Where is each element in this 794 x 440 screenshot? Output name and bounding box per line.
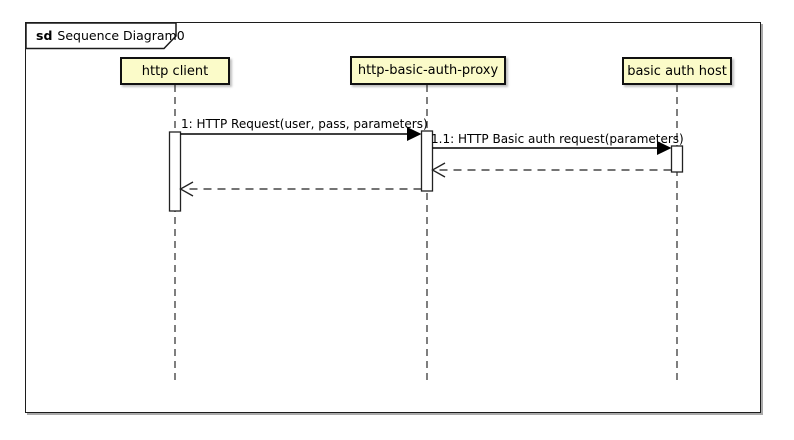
frame-label-pentagon	[25, 22, 177, 50]
frame-keyword: sd	[36, 28, 53, 43]
message-1-label: 1: HTTP Request(user, pass, parameters)	[181, 117, 428, 131]
lifeline-head-proxy: http-basic-auth-proxy	[350, 56, 506, 85]
frame-title: sd Sequence Diagram0	[36, 23, 185, 49]
lifeline-head-host-label: basic auth host	[627, 63, 727, 79]
lifeline-head-http-client: http client	[120, 57, 230, 85]
frame-title-text: Sequence Diagram0	[57, 28, 185, 43]
lifeline-head-http-client-label: http client	[141, 63, 209, 79]
lifeline-head-proxy-label: http-basic-auth-proxy	[357, 63, 499, 78]
diagram-frame: sd Sequence Diagram0	[25, 22, 761, 413]
message-1-1-label: 1.1: HTTP Basic auth request(parameters)	[431, 132, 684, 146]
lifeline-head-host: basic auth host	[622, 57, 732, 85]
